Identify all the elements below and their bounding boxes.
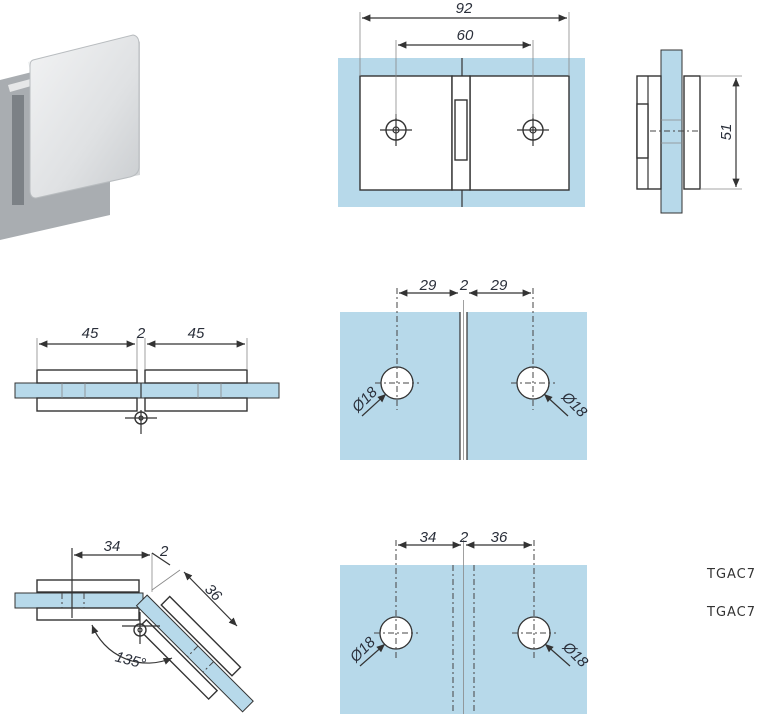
- straight-section-view: 45 2 45: [14, 325, 280, 434]
- dim-gap: 2: [159, 543, 169, 560]
- dim-left: 45: [82, 325, 99, 342]
- side-view: 51: [636, 49, 742, 214]
- dim-hole-spacing: 60: [457, 27, 474, 44]
- dim-gap: 2: [459, 529, 469, 546]
- angled-front-view: 34 2 36 Ø18 Ø18: [340, 529, 592, 714]
- product-code-1: TGAC7: [706, 567, 756, 582]
- dim-angle: 135°: [113, 648, 147, 672]
- dim-left: 34: [104, 538, 121, 555]
- dim-gap: 2: [136, 325, 146, 342]
- straight-front-view: 29 2 29 Ø18 Ø18: [340, 277, 591, 460]
- product-photo: [0, 34, 140, 240]
- product-code-2: TGAC7: [706, 605, 756, 620]
- dim-left: 34: [420, 529, 437, 546]
- dim-left: 29: [419, 277, 437, 294]
- dim-right: 45: [188, 325, 205, 342]
- dim-right: 36: [201, 581, 225, 605]
- front-view: 92 60: [338, 0, 585, 207]
- dim-overall-width: 92: [456, 0, 473, 17]
- dim-gap: 2: [459, 277, 469, 294]
- angled-section-view: 135° 34 2 36: [14, 538, 254, 713]
- dim-right: 29: [490, 277, 508, 294]
- dim-height: 51: [718, 124, 735, 141]
- dim-right: 36: [491, 529, 508, 546]
